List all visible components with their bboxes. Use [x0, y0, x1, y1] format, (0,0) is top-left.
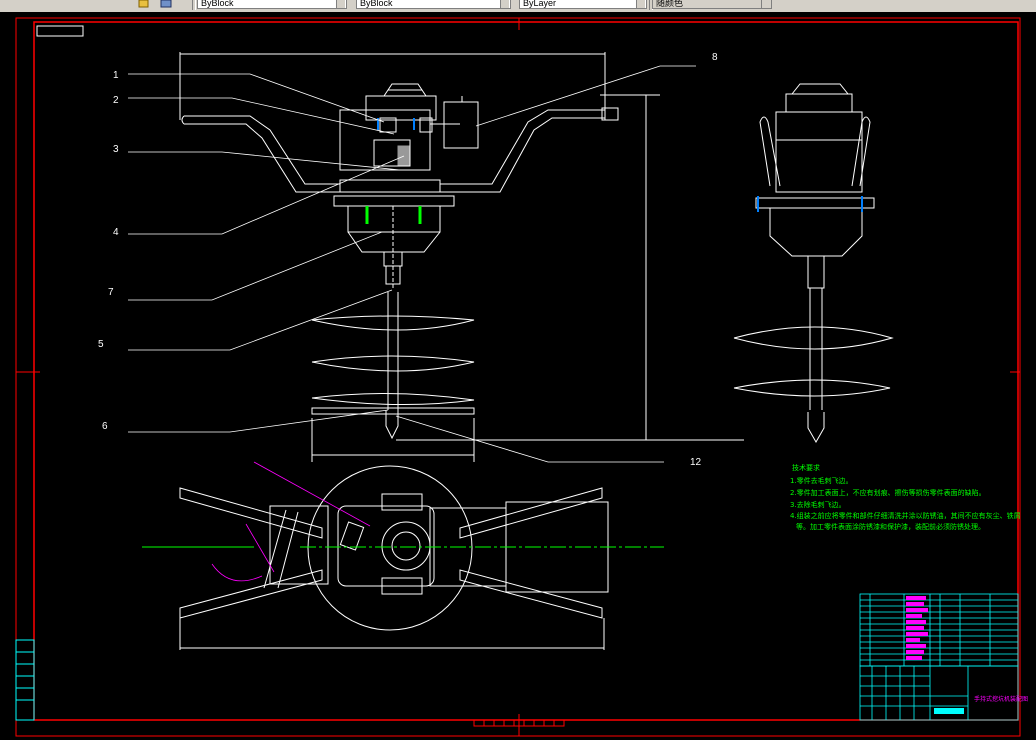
tech-notes-title: 技术要求 [792, 463, 820, 472]
tech-note-4: 4.组装之前应将零件和部件仔细清洗并涂以防锈油，其间不应有灰尘、铁屑 [790, 511, 1021, 520]
front-view [179, 52, 744, 462]
layer-stack-icon[interactable] [160, 0, 172, 9]
tech-note-3: 3.去除毛刺飞边。 [790, 500, 846, 509]
leader-lines [128, 65, 696, 463]
tech-note-2: 2.零件加工表面上，不应有划痕、擦伤等损伤零件表面的缺陷。 [790, 488, 986, 497]
layer-tools-icon[interactable] [138, 0, 150, 9]
bill-of-materials [859, 593, 1019, 667]
technical-notes: 技术要求 1.零件去毛刺飞边。 2.零件加工表面上，不应有划痕、擦伤等损伤零件表… [790, 463, 1021, 531]
bom-part-names [906, 596, 928, 660]
drawing-canvas[interactable]: 1 2 3 4 7 5 6 8 12 [0, 12, 1036, 740]
plotstyle-combo[interactable]: 随颜色 [652, 0, 772, 9]
callout-6: 6 [102, 421, 108, 432]
callout-7: 7 [108, 287, 114, 298]
layer-value: ByLayer [523, 0, 557, 8]
bottom-scale-ruler [473, 719, 565, 727]
callout-labels: 1 2 3 4 7 5 6 8 12 [98, 52, 718, 468]
linetype-value: ByBlock [201, 0, 234, 8]
callout-12: 12 [690, 457, 702, 468]
callout-2: 2 [113, 95, 119, 106]
toolbar: ByBlock ByBlock ByLayer 随颜色 [0, 0, 1036, 13]
callout-5: 5 [98, 339, 104, 350]
layer-combo[interactable]: ByLayer [519, 0, 647, 9]
callout-4: 4 [113, 227, 119, 238]
top-view [179, 465, 609, 650]
revision-strip [15, 639, 35, 721]
title-block-school [934, 708, 964, 714]
drawing-number-box [36, 25, 84, 37]
title-block [859, 665, 1019, 721]
tech-note-5: 等。加工零件表面涂防锈漆和保护漆，装配前必须防锈处理。 [796, 522, 985, 531]
side-view [733, 83, 894, 444]
top-view-leaders [211, 461, 371, 582]
linetype-combo[interactable]: ByBlock [197, 0, 347, 9]
lineweight-value: ByBlock [360, 0, 393, 8]
outer-frame [15, 17, 1021, 737]
plotstyle-value: 随颜色 [656, 0, 684, 8]
callout-1: 1 [113, 70, 119, 81]
callout-8: 8 [712, 52, 718, 63]
lineweight-combo[interactable]: ByBlock [356, 0, 511, 9]
toolbar-icons [132, 0, 180, 10]
callout-3: 3 [113, 144, 119, 155]
drawing-title: 手持式挖坑机装配图 [974, 695, 1028, 703]
tech-note-1: 1.零件去毛刺飞边。 [790, 476, 853, 485]
